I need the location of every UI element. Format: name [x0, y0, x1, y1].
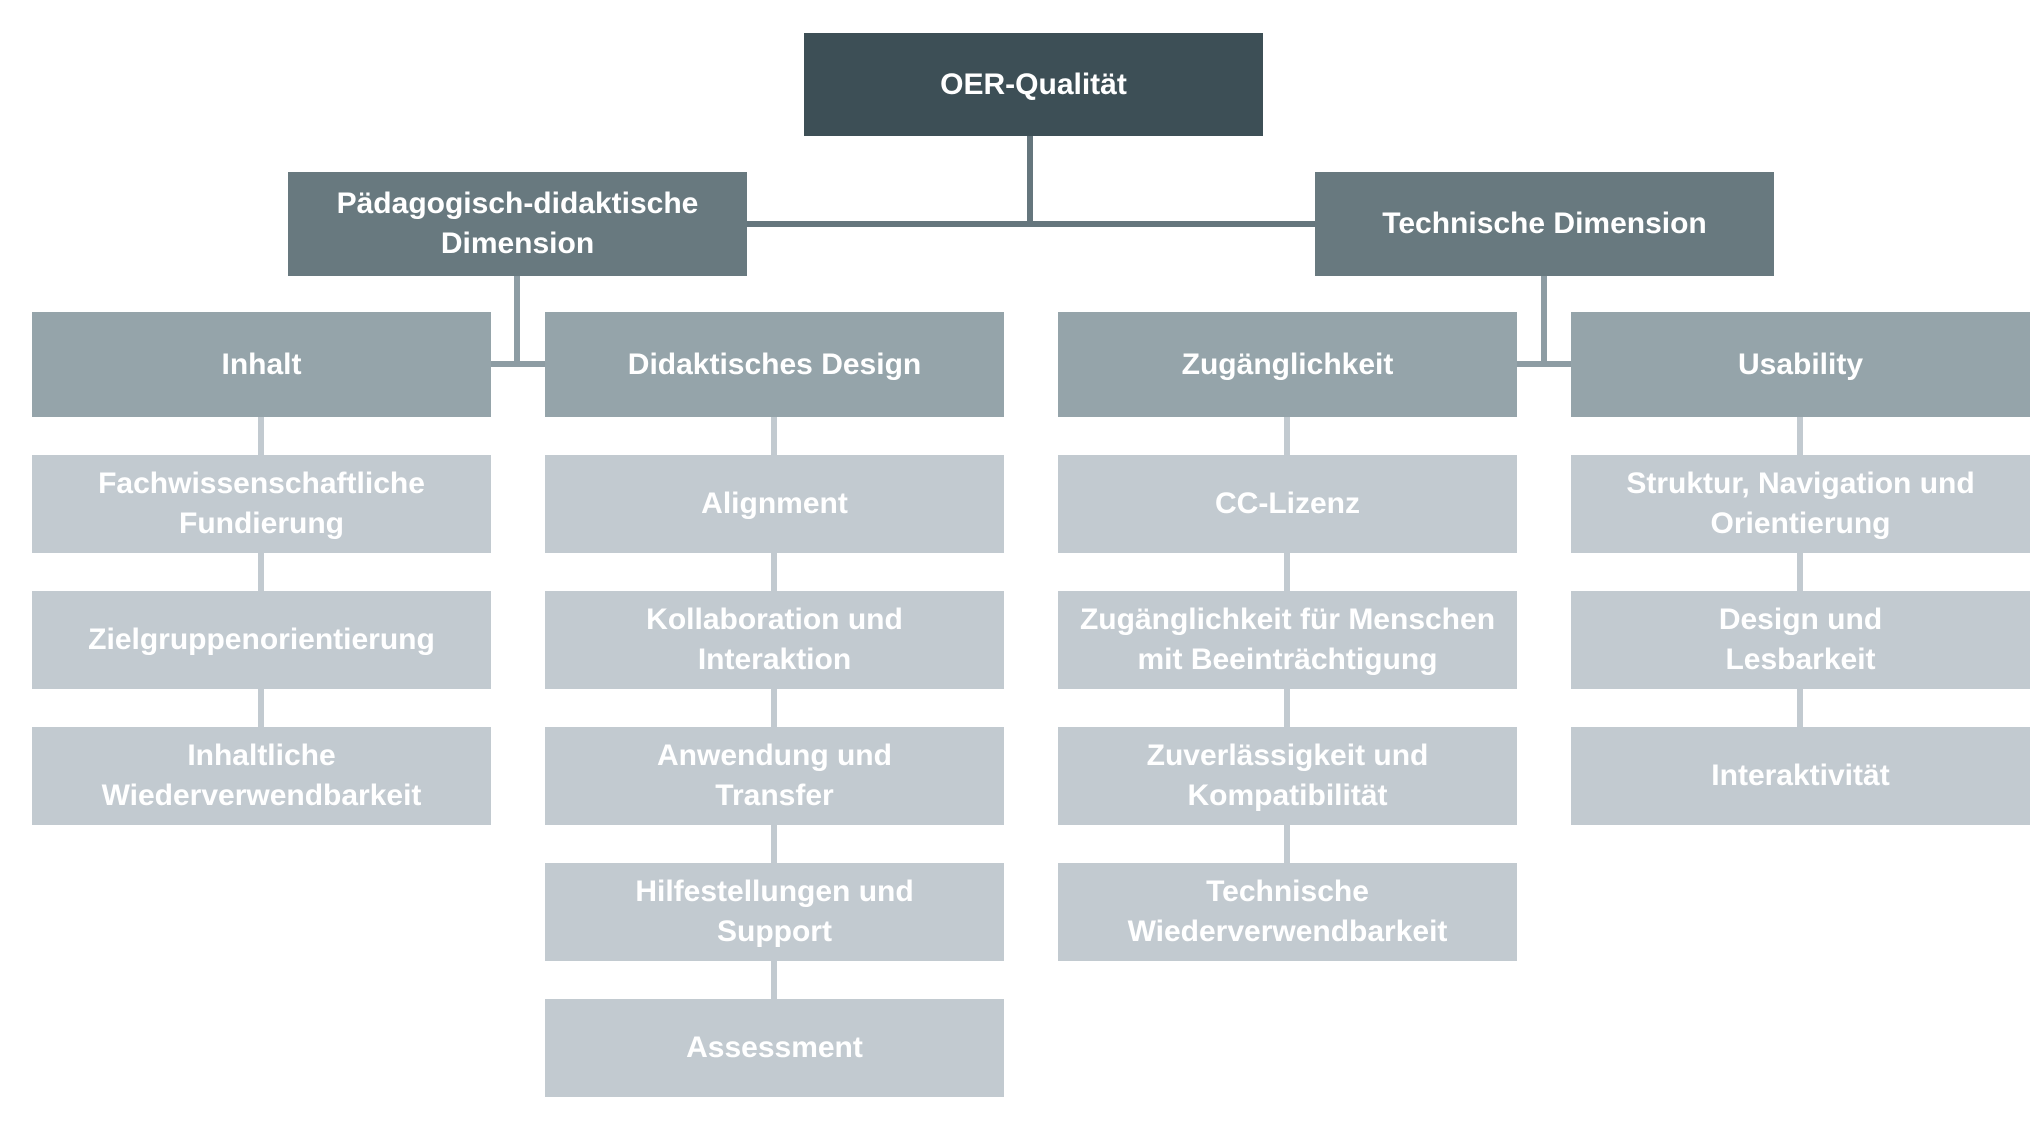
connector-col1-seg2 [258, 553, 264, 591]
item-box-technische-wiederverwendbarkeit: Technische Wiederverwendbarkeit [1058, 863, 1517, 961]
item-box-design-und-lesbarkeit: Design und Lesbarkeit [1571, 591, 2030, 689]
item-box-zuverlaessigkeit-und-kompatibilitaet: Zuverlässigkeit und Kompatibilität [1058, 727, 1517, 825]
connector-col4-seg1 [1797, 417, 1803, 455]
dimension-box-technisch: Technische Dimension [1315, 172, 1774, 276]
connector-col3-seg3 [1284, 689, 1290, 727]
category-box-inhalt: Inhalt [32, 312, 491, 417]
root-box-oer-qualitaet: OER-Qualität [804, 33, 1263, 136]
connector-col1-seg1 [258, 417, 264, 455]
connector-col4-seg2 [1797, 553, 1803, 591]
connector-paedagogisch-vertical [514, 276, 520, 367]
dimension-box-paedagogisch-didaktisch: Pädagogisch-didaktische Dimension [288, 172, 747, 276]
item-box-interaktivitaet: Interaktivität [1571, 727, 2030, 825]
connector-root-horizontal [746, 221, 1316, 227]
connector-col2-seg4 [771, 825, 777, 863]
category-box-didaktisches-design: Didaktisches Design [545, 312, 1004, 417]
item-box-fachwissenschaftliche-fundierung: Fachwissenschaftliche Fundierung [32, 455, 491, 553]
item-box-assessment: Assessment [545, 999, 1004, 1097]
category-box-zugaenglichkeit: Zugänglichkeit [1058, 312, 1517, 417]
item-box-zugaenglichkeit-fuer-menschen-mit-beeintraechtigung: Zugänglichkeit für Menschen mit Beeinträ… [1058, 591, 1517, 689]
connector-col4-seg3 [1797, 689, 1803, 727]
connector-col2-seg3 [771, 689, 777, 727]
item-box-hilfestellungen-und-support: Hilfestellungen und Support [545, 863, 1004, 961]
connector-col2-seg1 [771, 417, 777, 455]
item-box-cc-lizenz: CC-Lizenz [1058, 455, 1517, 553]
connector-col3-seg2 [1284, 553, 1290, 591]
connector-technisch-horizontal [1517, 361, 1571, 367]
connector-col2-seg5 [771, 961, 777, 999]
item-box-struktur-navigation-und-orientierung: Struktur, Navigation und Orientierung [1571, 455, 2030, 553]
connector-paedagogisch-horizontal [491, 361, 545, 367]
item-box-alignment: Alignment [545, 455, 1004, 553]
item-box-anwendung-und-transfer: Anwendung und Transfer [545, 727, 1004, 825]
item-box-kollaboration-und-interaktion: Kollaboration und Interaktion [545, 591, 1004, 689]
connector-root-vertical [1027, 136, 1033, 227]
connector-technisch-vertical [1541, 276, 1547, 367]
item-box-inhaltliche-wiederverwendbarkeit: Inhaltliche Wiederverwendbarkeit [32, 727, 491, 825]
connector-col1-seg3 [258, 689, 264, 727]
connector-col2-seg2 [771, 553, 777, 591]
item-box-zielgruppenorientierung: Zielgruppenorientierung [32, 591, 491, 689]
category-box-usability: Usability [1571, 312, 2030, 417]
connector-col3-seg1 [1284, 417, 1290, 455]
connector-col3-seg4 [1284, 825, 1290, 863]
